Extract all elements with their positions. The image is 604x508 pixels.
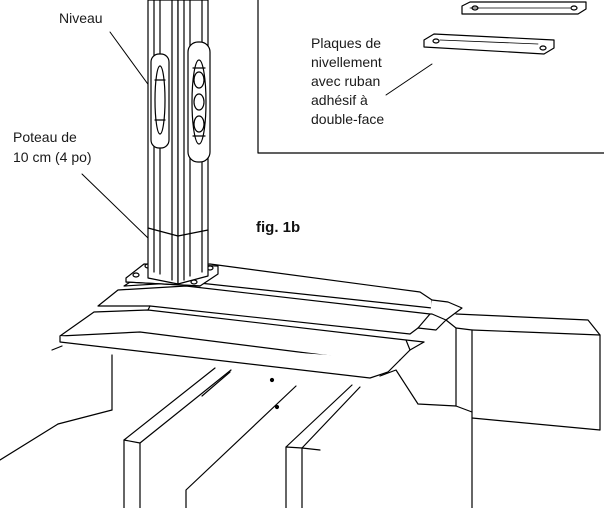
label-post-line1: Poteau de <box>13 129 77 145</box>
label-shims-line3: avec ruban <box>311 73 381 89</box>
torpedo-level <box>150 41 211 163</box>
leveling-shim-upper <box>461 1 587 15</box>
deck-boards <box>59 263 463 379</box>
deck-frame <box>0 313 601 508</box>
label-post-line2: 10 cm (4 po) <box>13 149 92 165</box>
inset-callout-box <box>257 0 604 154</box>
label-level: Niveau <box>59 10 103 26</box>
label-shims-line1: Plaques de <box>311 35 382 51</box>
label-shims-line2: nivellement <box>311 54 382 70</box>
label-shims-line5: double-face <box>311 111 385 127</box>
leveling-shim-lower <box>423 33 555 55</box>
label-shims-line4: adhésif à <box>311 92 368 108</box>
figure-label: fig. 1b <box>256 219 301 236</box>
leader-post <box>81 173 149 239</box>
leader-shims <box>385 63 433 96</box>
